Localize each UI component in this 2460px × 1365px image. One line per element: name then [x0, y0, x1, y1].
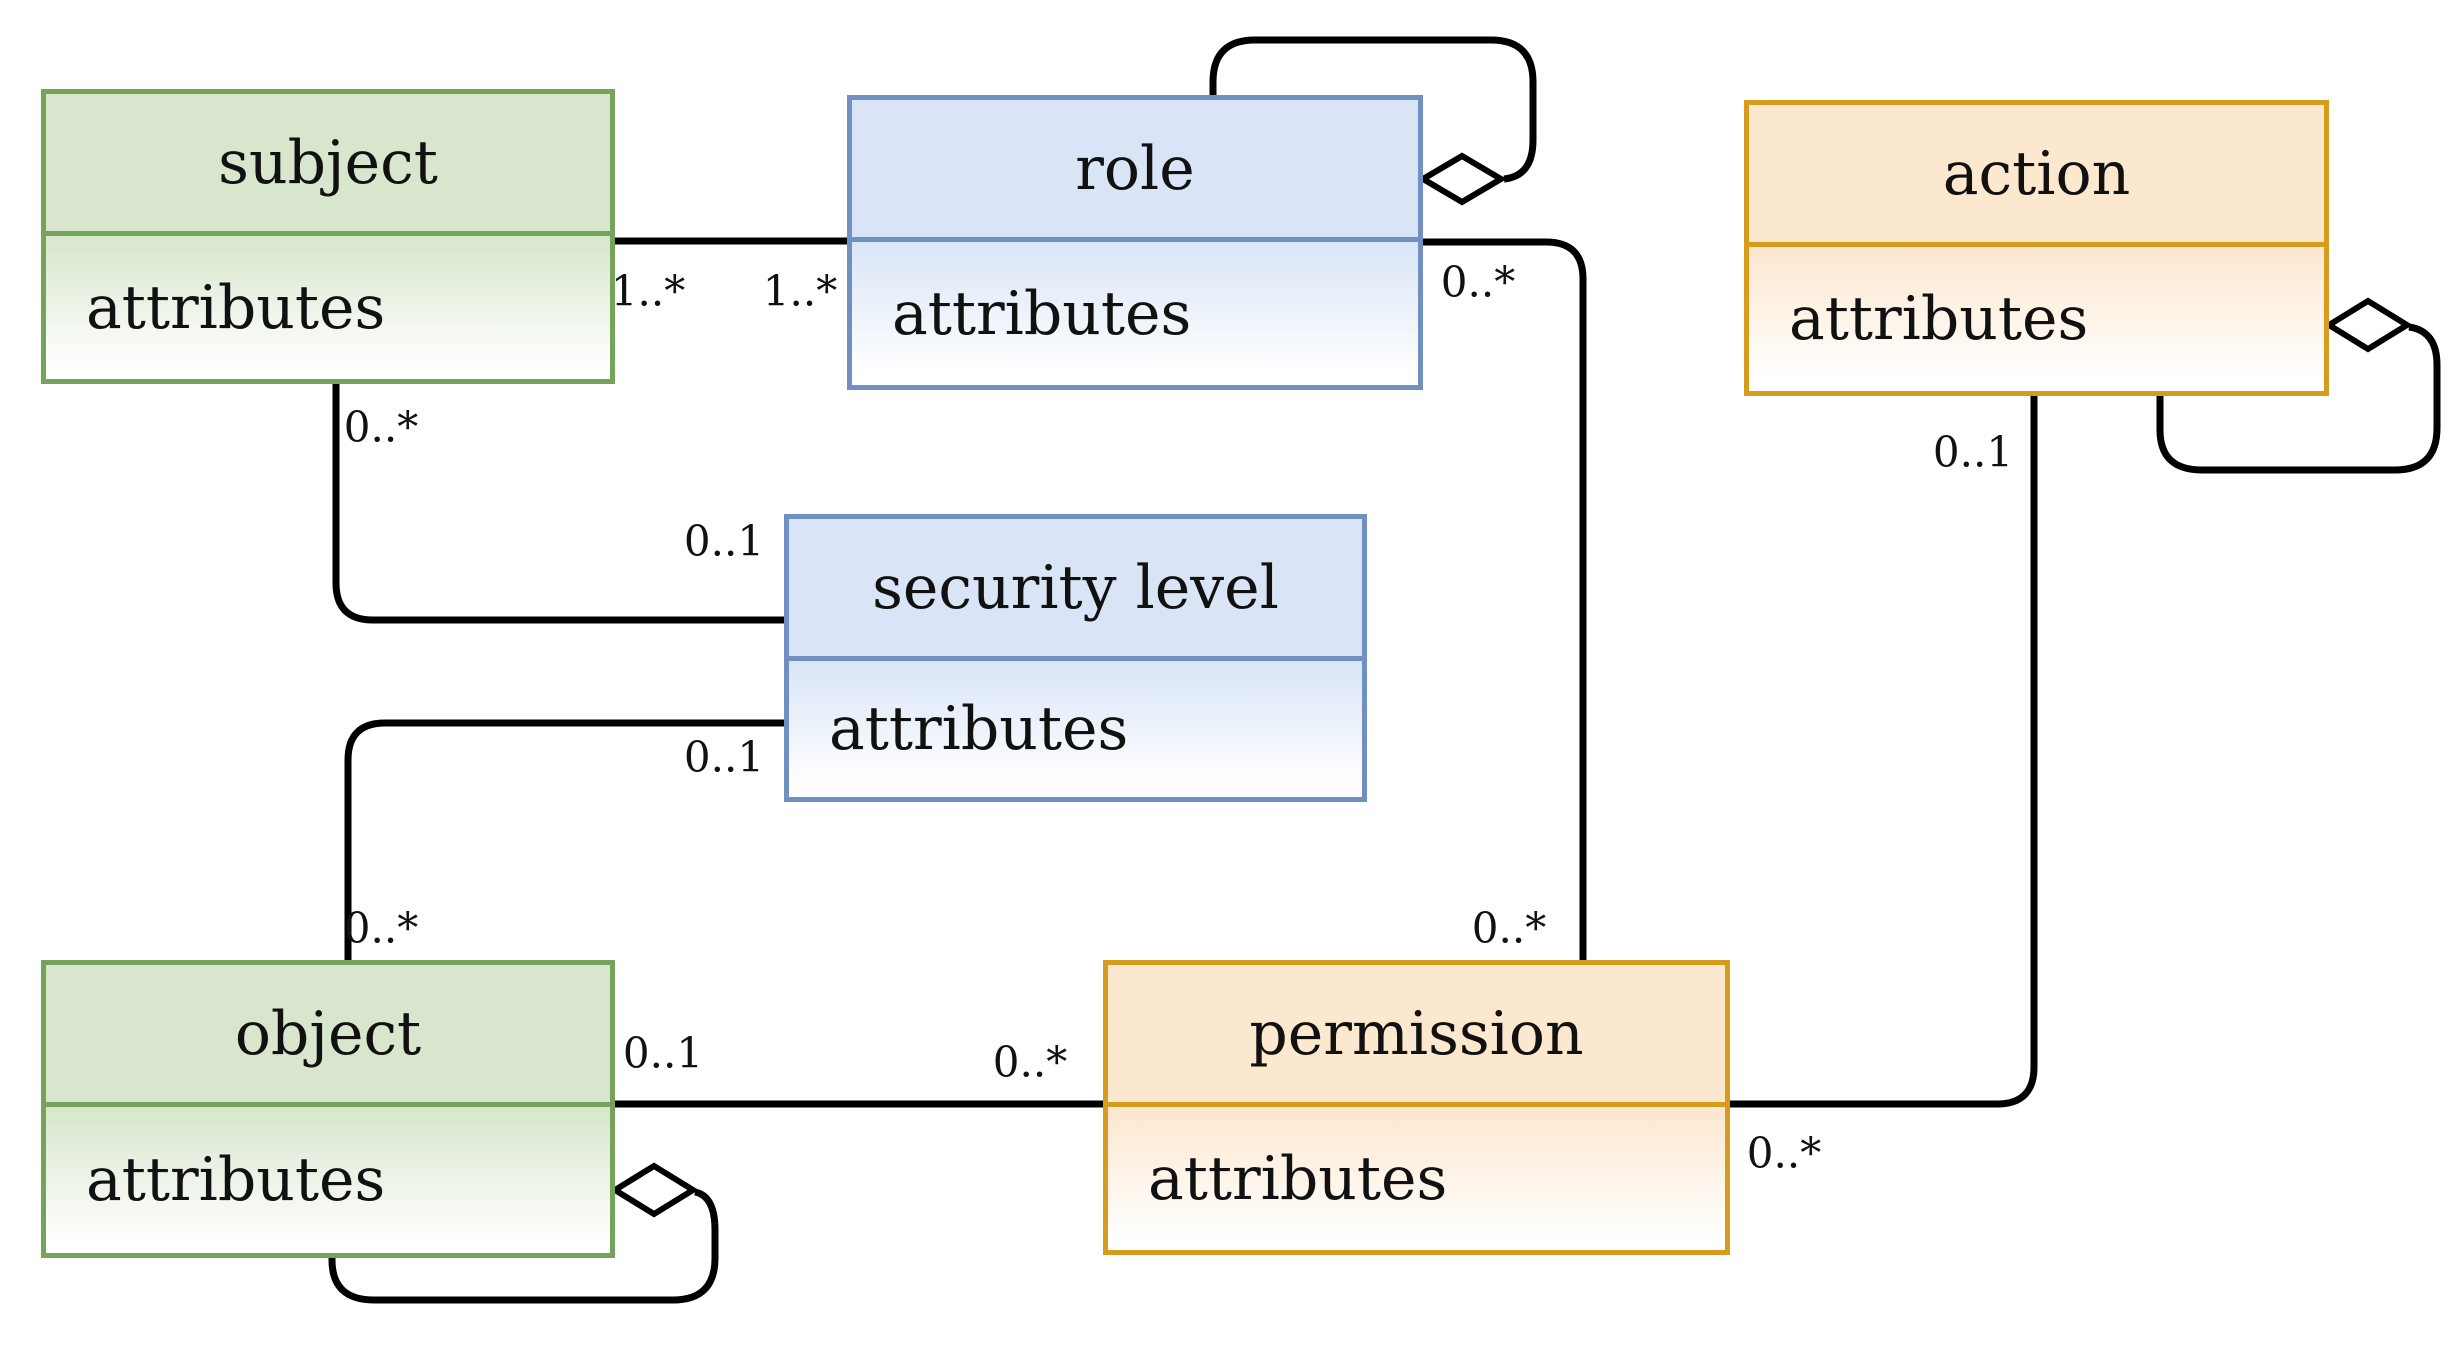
entity-role: role attributes	[847, 95, 1423, 390]
multiplicity-subject-role-at-role: 1..*	[762, 266, 838, 316]
multiplicity-action-permission-at-action: 0..1	[1932, 427, 2014, 477]
entity-object-name: object	[46, 965, 610, 1107]
multiplicity-subject-security-at-subject: 0..*	[343, 402, 419, 452]
entity-action-attributes: attributes	[1749, 247, 2324, 391]
connector-subject-security-level	[332, 384, 784, 624]
entity-permission: permission attributes	[1103, 960, 1730, 1255]
multiplicity-object-permission-at-object: 0..1	[622, 1028, 704, 1078]
entity-object: object attributes	[41, 960, 615, 1258]
multiplicity-security-object-at-security: 0..1	[683, 732, 765, 782]
action-self-loop	[2156, 323, 2441, 474]
entity-role-name: role	[852, 100, 1418, 242]
multiplicity-role-permission-at-permission: 0..*	[1471, 903, 1547, 953]
entity-security-level: security level attributes	[784, 514, 1367, 802]
role-aggregation-diamond-icon	[1417, 152, 1507, 206]
entity-subject-name: subject	[46, 94, 610, 236]
entity-role-attributes: attributes	[852, 242, 1418, 385]
action-aggregation-diamond-icon	[2323, 297, 2413, 353]
multiplicity-role-permission-at-role: 0..*	[1440, 257, 1516, 307]
entity-security-level-attributes: attributes	[789, 661, 1362, 797]
entity-permission-name: permission	[1108, 965, 1725, 1107]
object-self-loop	[328, 1188, 719, 1304]
multiplicity-action-permission-at-permission: 0..*	[1746, 1128, 1822, 1178]
multiplicity-subject-role-at-subject: 1..*	[610, 266, 686, 316]
multiplicity-subject-security-at-security: 0..1	[683, 516, 765, 566]
object-aggregation-diamond-icon	[609, 1162, 699, 1218]
entity-security-level-name: security level	[789, 519, 1362, 661]
entity-permission-attributes: attributes	[1108, 1107, 1725, 1250]
entity-action-name: action	[1749, 105, 2324, 247]
multiplicity-object-permission-at-permission: 0..*	[992, 1037, 1068, 1087]
role-self-loop	[1209, 36, 1537, 183]
entity-object-attributes: attributes	[46, 1107, 610, 1253]
entity-action: action attributes	[1744, 100, 2329, 396]
multiplicity-security-object-at-object: 0..*	[343, 903, 419, 953]
entity-subject: subject attributes	[41, 89, 615, 384]
connector-security-level-object	[344, 719, 784, 960]
connector-action-permission	[1730, 396, 2038, 1108]
connector-role-permission	[1423, 238, 1587, 960]
entity-subject-attributes: attributes	[46, 236, 610, 379]
